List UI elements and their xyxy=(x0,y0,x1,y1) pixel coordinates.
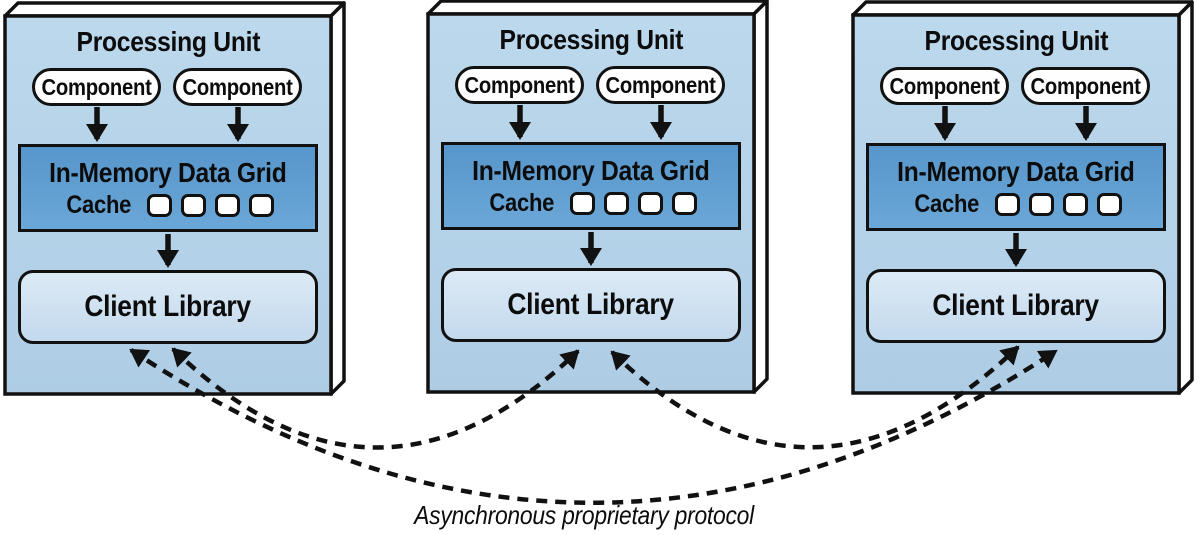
component-label: Component xyxy=(1030,72,1141,99)
async-link-unit1-unit2 xyxy=(171,347,580,450)
cache-slot xyxy=(671,191,697,215)
cache-slot xyxy=(637,191,663,215)
client-library: Client Library xyxy=(441,268,741,342)
client-library: Client Library xyxy=(866,269,1166,343)
client-library-label: Client Library xyxy=(84,290,252,323)
grid-title: In-Memory Data Grid xyxy=(33,156,303,189)
cache-slot xyxy=(1096,192,1122,216)
async-link-unit2-unit3 xyxy=(610,345,1020,450)
client-library: Client Library xyxy=(18,270,318,344)
async-link-unit1-unit3 xyxy=(129,348,1058,505)
client-library-label: Client Library xyxy=(932,289,1100,322)
cache-slot xyxy=(248,193,274,217)
component-label: Component xyxy=(605,71,716,98)
component-label: Component xyxy=(889,72,1000,99)
component-label: Component xyxy=(464,71,575,98)
cache-slot xyxy=(180,193,206,217)
grid-title: In-Memory Data Grid xyxy=(881,155,1151,188)
cache-slot xyxy=(603,191,629,215)
component-node: Component xyxy=(880,67,1009,105)
cache-slot xyxy=(1062,192,1088,216)
cache-row: Cache xyxy=(910,189,1122,219)
client-library-label: Client Library xyxy=(507,288,675,321)
cache-label: Cache xyxy=(66,191,132,219)
cache-row: Cache xyxy=(485,188,697,218)
cache-slot xyxy=(1028,192,1054,216)
unit-title-text: Processing Unit xyxy=(76,26,260,57)
component-node: Component xyxy=(455,66,584,104)
grid-title-text: In-Memory Data Grid xyxy=(472,155,710,186)
in-memory-data-grid: In-Memory Data Grid Cache xyxy=(441,142,741,230)
cache-slot xyxy=(994,192,1020,216)
cache-slot xyxy=(214,193,240,217)
unit-title-text: Processing Unit xyxy=(499,24,683,55)
processing-unit-1: Processing Unit Component Component In-M… xyxy=(5,16,331,394)
cache-row: Cache xyxy=(62,190,274,220)
component-node: Component xyxy=(32,68,161,106)
grid-title: In-Memory Data Grid xyxy=(456,154,726,187)
grid-title-text: In-Memory Data Grid xyxy=(49,157,287,188)
in-memory-data-grid: In-Memory Data Grid Cache xyxy=(866,143,1166,231)
grid-title-text: In-Memory Data Grid xyxy=(897,156,1135,187)
async-protocol-caption-text: Asynchronous proprietary protocol xyxy=(414,500,754,530)
component-label: Component xyxy=(41,73,152,100)
cache-slot xyxy=(146,193,172,217)
component-node: Component xyxy=(596,66,725,104)
processing-unit-2: Processing Unit Component Component In-M… xyxy=(428,14,754,392)
component-node: Component xyxy=(173,68,302,106)
unit-title: Processing Unit xyxy=(428,24,754,56)
component-label: Component xyxy=(182,73,293,100)
processing-unit-3: Processing Unit Component Component In-M… xyxy=(853,15,1179,393)
unit-title-text: Processing Unit xyxy=(924,25,1108,56)
cache-label: Cache xyxy=(914,190,980,218)
async-protocol-caption: Asynchronous proprietary protocol xyxy=(334,500,834,530)
in-memory-data-grid: In-Memory Data Grid Cache xyxy=(18,144,318,232)
unit-title: Processing Unit xyxy=(853,25,1179,57)
cache-slot xyxy=(569,191,595,215)
unit-title: Processing Unit xyxy=(5,26,331,58)
cache-label: Cache xyxy=(489,189,555,217)
component-node: Component xyxy=(1021,67,1150,105)
